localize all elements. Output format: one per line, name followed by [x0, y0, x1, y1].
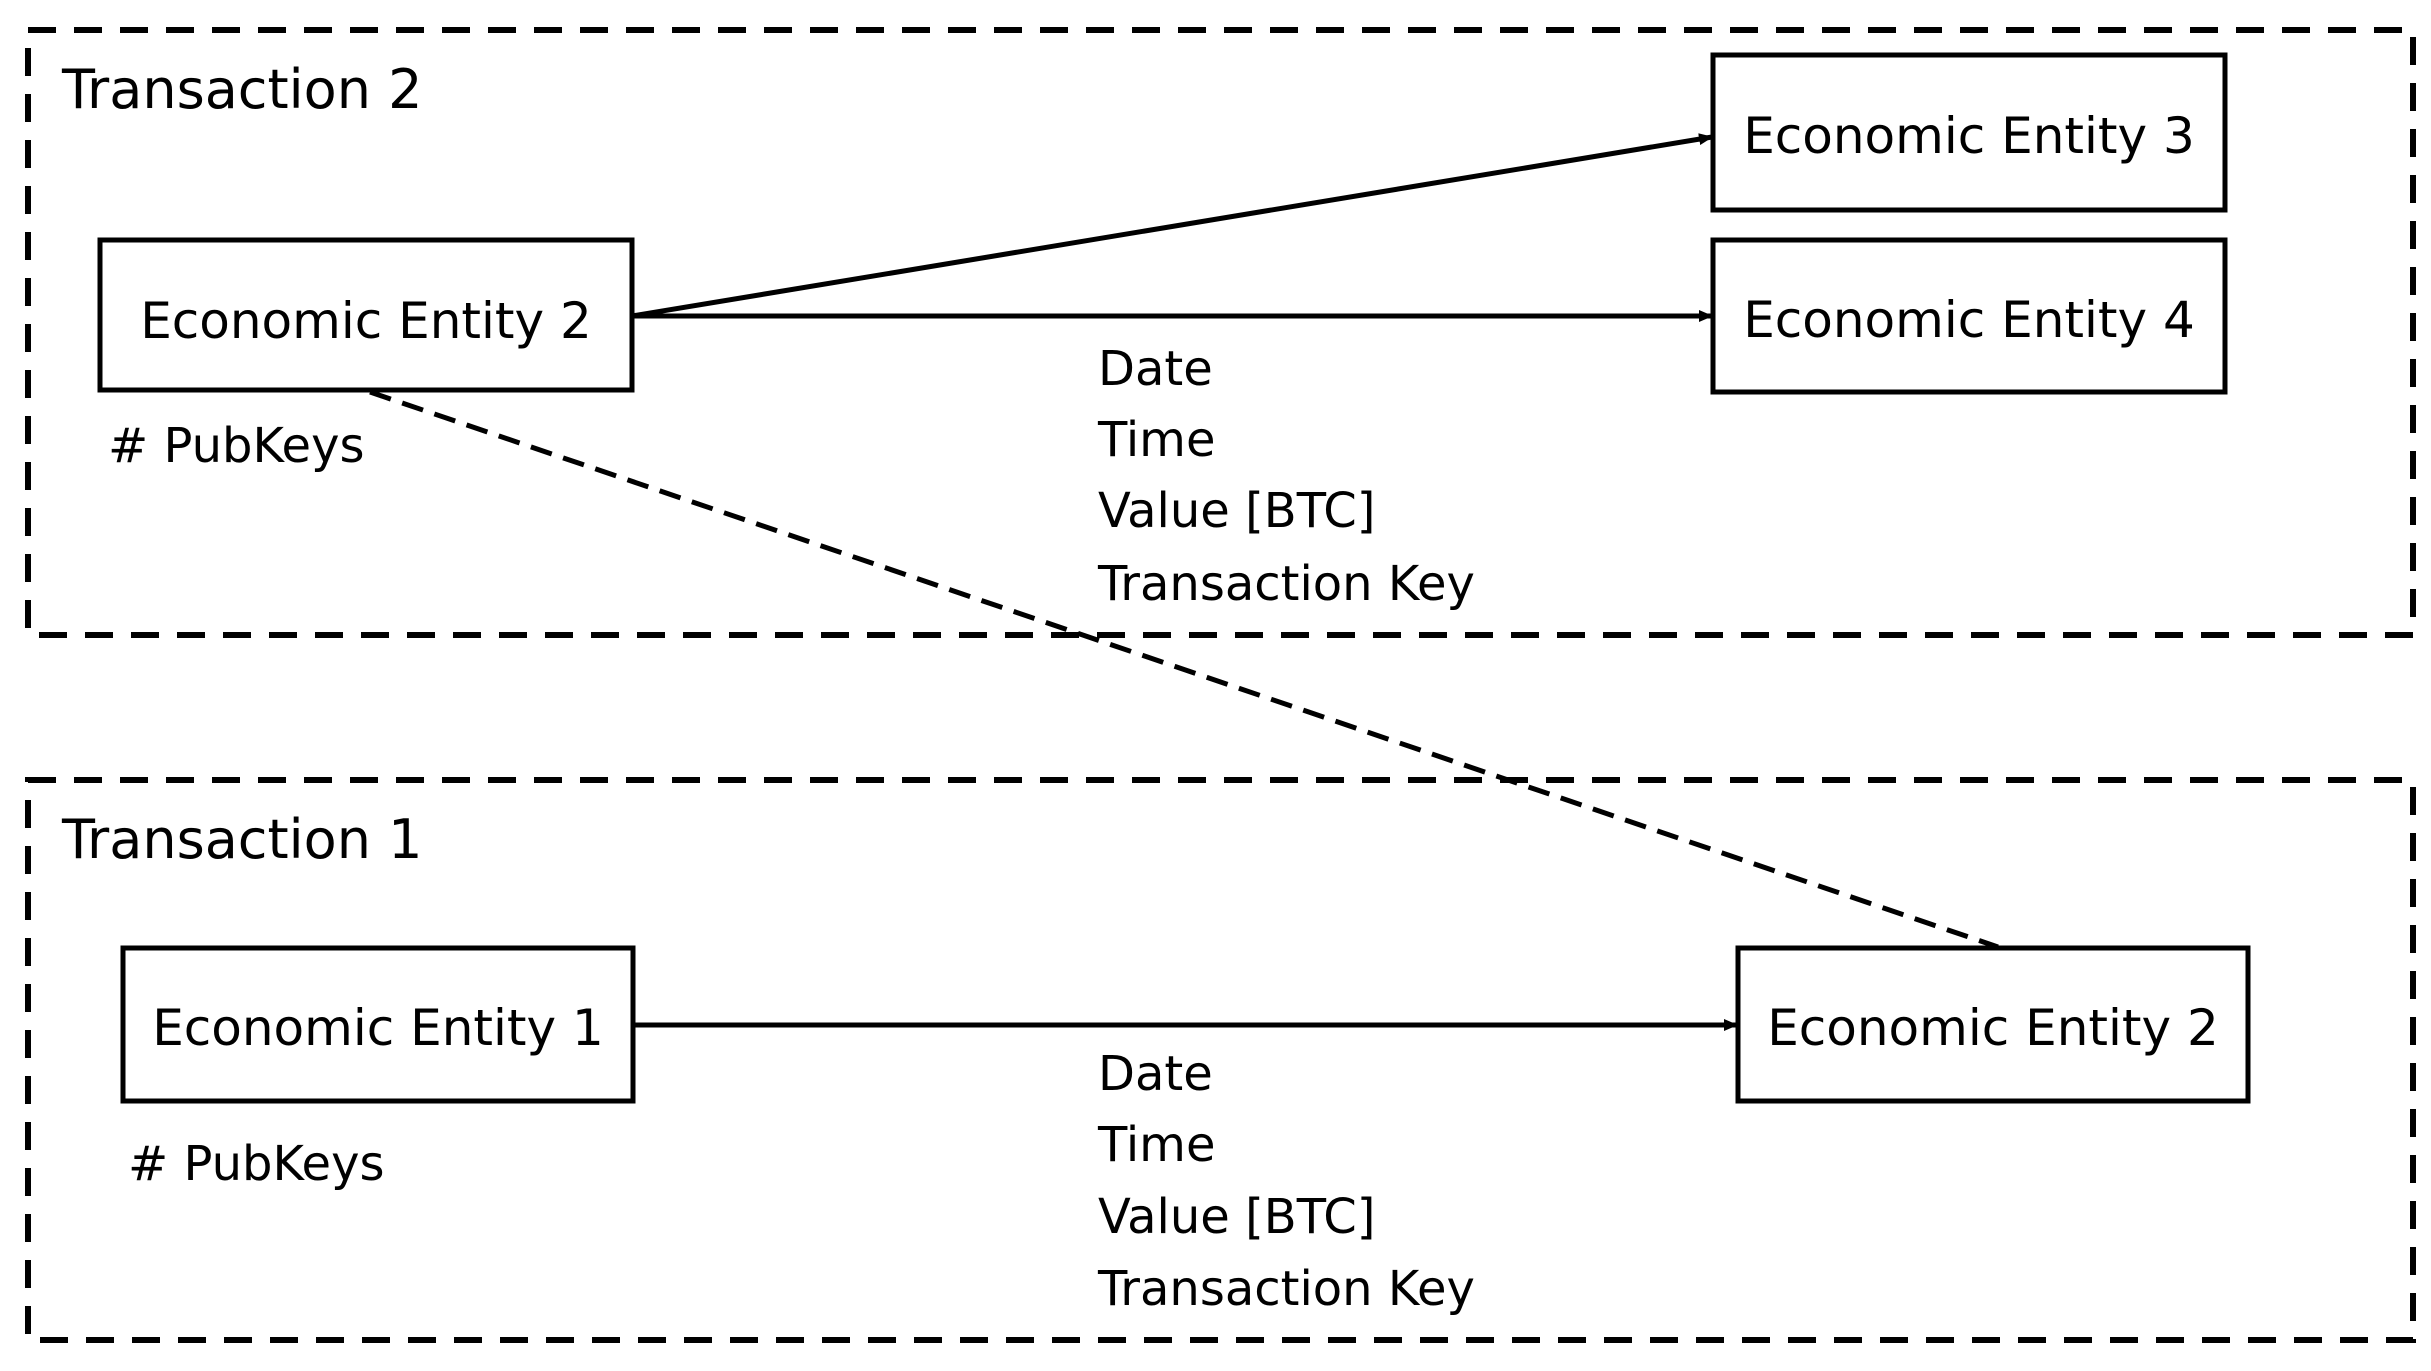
tx1-pubkeys-label: # PubKeys — [128, 1136, 385, 1192]
tx2-entity-4-node[interactable]: Economic Entity 4 — [1710, 237, 2228, 395]
tx1-attribute-transaction-key: Transaction Key — [1097, 1261, 1475, 1317]
tx1-entity-2-label: Economic Entity 2 — [1767, 999, 2219, 1057]
tx2-entity-3-node[interactable]: Economic Entity 3 — [1710, 52, 2228, 213]
tx2-attribute-date: Date — [1098, 341, 1213, 397]
tx2-attribute-transaction-key: Transaction Key — [1097, 556, 1475, 612]
tx2-entity-2-label: Economic Entity 2 — [140, 292, 592, 350]
tx2-arrow-to-entity-3 — [631, 133, 1713, 319]
tx1-entity-1-label: Economic Entity 1 — [152, 999, 604, 1057]
tx1-attribute-value: Value [BTC] — [1098, 1189, 1375, 1245]
tx1-attribute-date: Date — [1098, 1046, 1213, 1102]
transaction-2-group-border — [25, 27, 2416, 638]
tx1-entity-1-node[interactable]: Economic Entity 1 — [120, 945, 636, 1104]
transaction-1-title: Transaction 1 — [61, 808, 422, 871]
tx2-entity-2-node[interactable]: Economic Entity 2 — [97, 237, 635, 393]
tx2-pubkeys-label: # PubKeys — [108, 418, 365, 474]
tx1-entity-2-node[interactable]: Economic Entity 2 — [1735, 945, 2251, 1104]
transaction-2-title: Transaction 2 — [61, 58, 422, 121]
tx2-entity-3-label: Economic Entity 3 — [1743, 107, 2195, 165]
tx2-attribute-value: Value [BTC] — [1098, 483, 1375, 539]
entity-2-identity-link — [369, 389, 1999, 950]
tx2-attribute-time: Time — [1097, 412, 1215, 468]
tx1-attribute-time: Time — [1097, 1117, 1215, 1173]
tx2-entity-4-label: Economic Entity 4 — [1743, 291, 2195, 349]
